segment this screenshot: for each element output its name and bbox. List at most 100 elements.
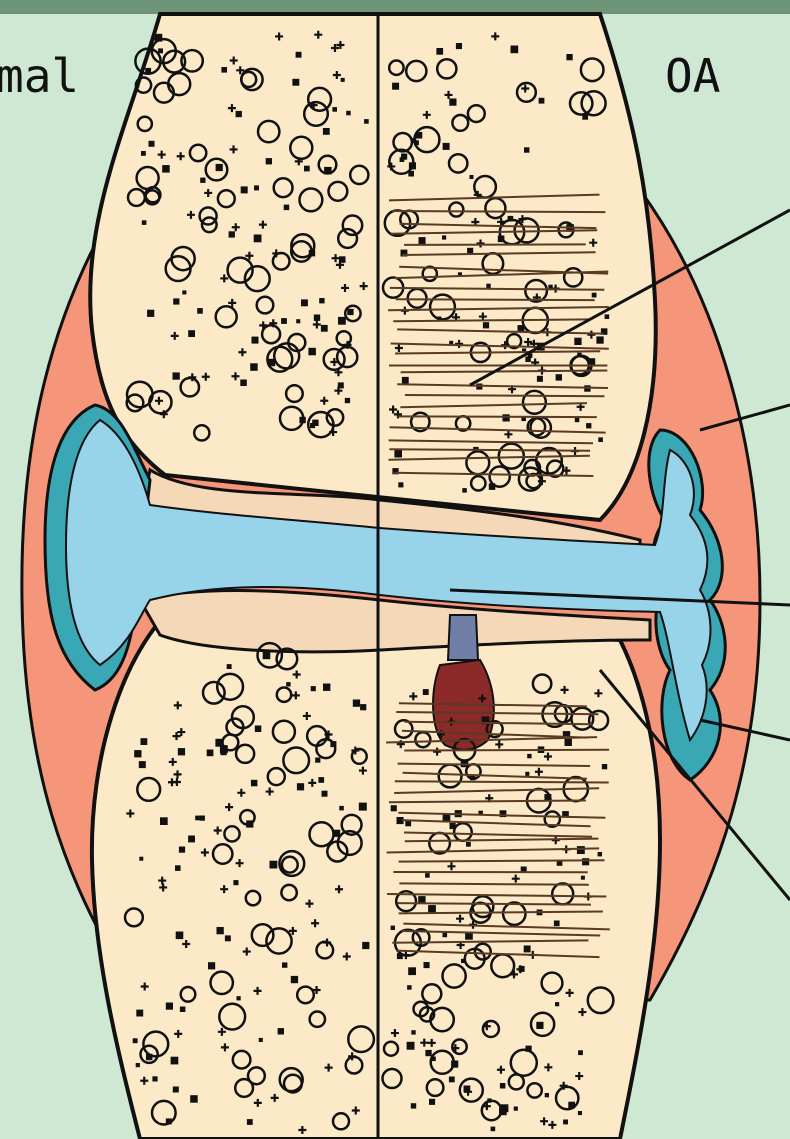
trabecular-dot [176,932,184,940]
trabecular-dot [565,739,572,746]
trabecular-dot [411,1103,416,1108]
trabecular-dot [247,1119,253,1125]
trabecular-dot [301,299,308,306]
sclerosis-hatch-line [405,395,605,396]
trabecular-dot [332,107,337,112]
trabecular-dot [554,921,560,927]
trabecular-dot [362,942,369,949]
trabecular-dot [296,319,300,323]
trabecular-dot [182,290,186,294]
trabecular-dot [149,141,155,147]
trabecular-dot [216,164,223,171]
trabecular-dot [581,876,585,880]
sclerosis-hatch-line [397,416,596,417]
trabecular-dot [346,111,351,116]
trabecular-dot [443,933,448,938]
trabecular-dot [296,52,302,58]
trabecular-dot [318,777,324,783]
trabecular-dot [500,1083,506,1089]
trabecular-dot [338,382,344,388]
trabecular-dot [291,976,298,983]
trabecular-dot [268,359,275,366]
trabecular-dot [237,996,241,1000]
trabecular-dot [503,414,510,421]
trabecular-dot [578,1050,583,1055]
trabecular-dot [525,357,530,362]
trabecular-dot [152,1076,157,1081]
sclerosis-hatch-line [396,299,595,300]
trabecular-dot [424,962,430,968]
trabecular-dot [323,684,330,691]
trabecular-dot [566,54,572,60]
trabecular-dot [162,165,170,173]
trabecular-dot [524,946,531,953]
trabecular-dot [286,682,290,686]
trabecular-dot [200,816,205,821]
trabecular-dot [233,880,238,885]
trabecular-dot [135,83,139,87]
trabecular-dot [136,1063,140,1067]
trabecular-dot [411,138,416,143]
trabecular-dot [208,962,215,969]
trabecular-dot [419,237,426,244]
trabecular-dot [402,377,409,384]
top-band [0,0,790,14]
trabecular-dot [508,216,514,222]
trabecular-dot [423,689,429,695]
trabecular-dot [173,298,179,304]
trabecular-dot [281,318,287,324]
trabecular-dot [324,167,332,175]
trabecular-dot [278,1028,284,1034]
trabecular-dot [499,1108,507,1116]
trabecular-dot [408,967,416,975]
trabecular-dot [392,83,399,90]
trabecular-dot [410,164,414,168]
trabecular-dot [605,314,610,319]
trabecular-dot [359,803,367,811]
trabecular-dot [498,236,505,243]
trabecular-dot [428,905,436,913]
trabecular-dot [338,317,346,325]
trabecular-dot [394,450,402,458]
trabecular-dot [323,128,330,135]
trabecular-dot [158,48,163,53]
trabecular-dot [315,758,320,763]
trabecular-dot [491,1127,496,1132]
trabecular-dot [263,652,271,660]
trabecular-dot [299,417,305,423]
trabecular-dot [545,1093,549,1097]
trabecular-dot [250,363,258,371]
trabecular-dot [556,374,562,380]
trabecular-dot [200,178,205,183]
trabecular-dot [266,158,272,164]
trabecular-dot [489,483,496,490]
trabecular-dot [310,423,315,428]
sclerosis-hatch-line [404,244,586,245]
trabecular-dot [270,861,278,869]
trabecular-dot [240,380,247,387]
trabecular-dot [259,1038,263,1042]
trabecular-dot [195,816,200,821]
trabecular-dot [173,1087,179,1093]
trabecular-dot [470,175,474,179]
trabecular-dot [563,1120,568,1125]
trabecular-dot [345,398,350,403]
trabecular-dot [536,1022,543,1029]
trabecular-dot [391,805,397,811]
trabecular-dot [425,873,430,878]
trabecular-dot [175,865,181,871]
sclerosis-hatch-line [404,750,609,751]
cyst-stalk [448,615,478,660]
trabecular-dot [341,78,345,82]
trabecular-dot [555,1002,559,1006]
trabecular-dot [308,348,316,356]
trabecular-dot [519,966,525,972]
trabecular-dot [292,79,299,86]
trabecular-dot [449,99,456,106]
trabecular-dot [347,309,353,315]
trabecular-dot [188,836,195,843]
trabecular-dot [360,704,366,710]
trabecular-dot [391,926,395,930]
trabecular-dot [254,235,262,243]
trabecular-dot [251,780,258,787]
